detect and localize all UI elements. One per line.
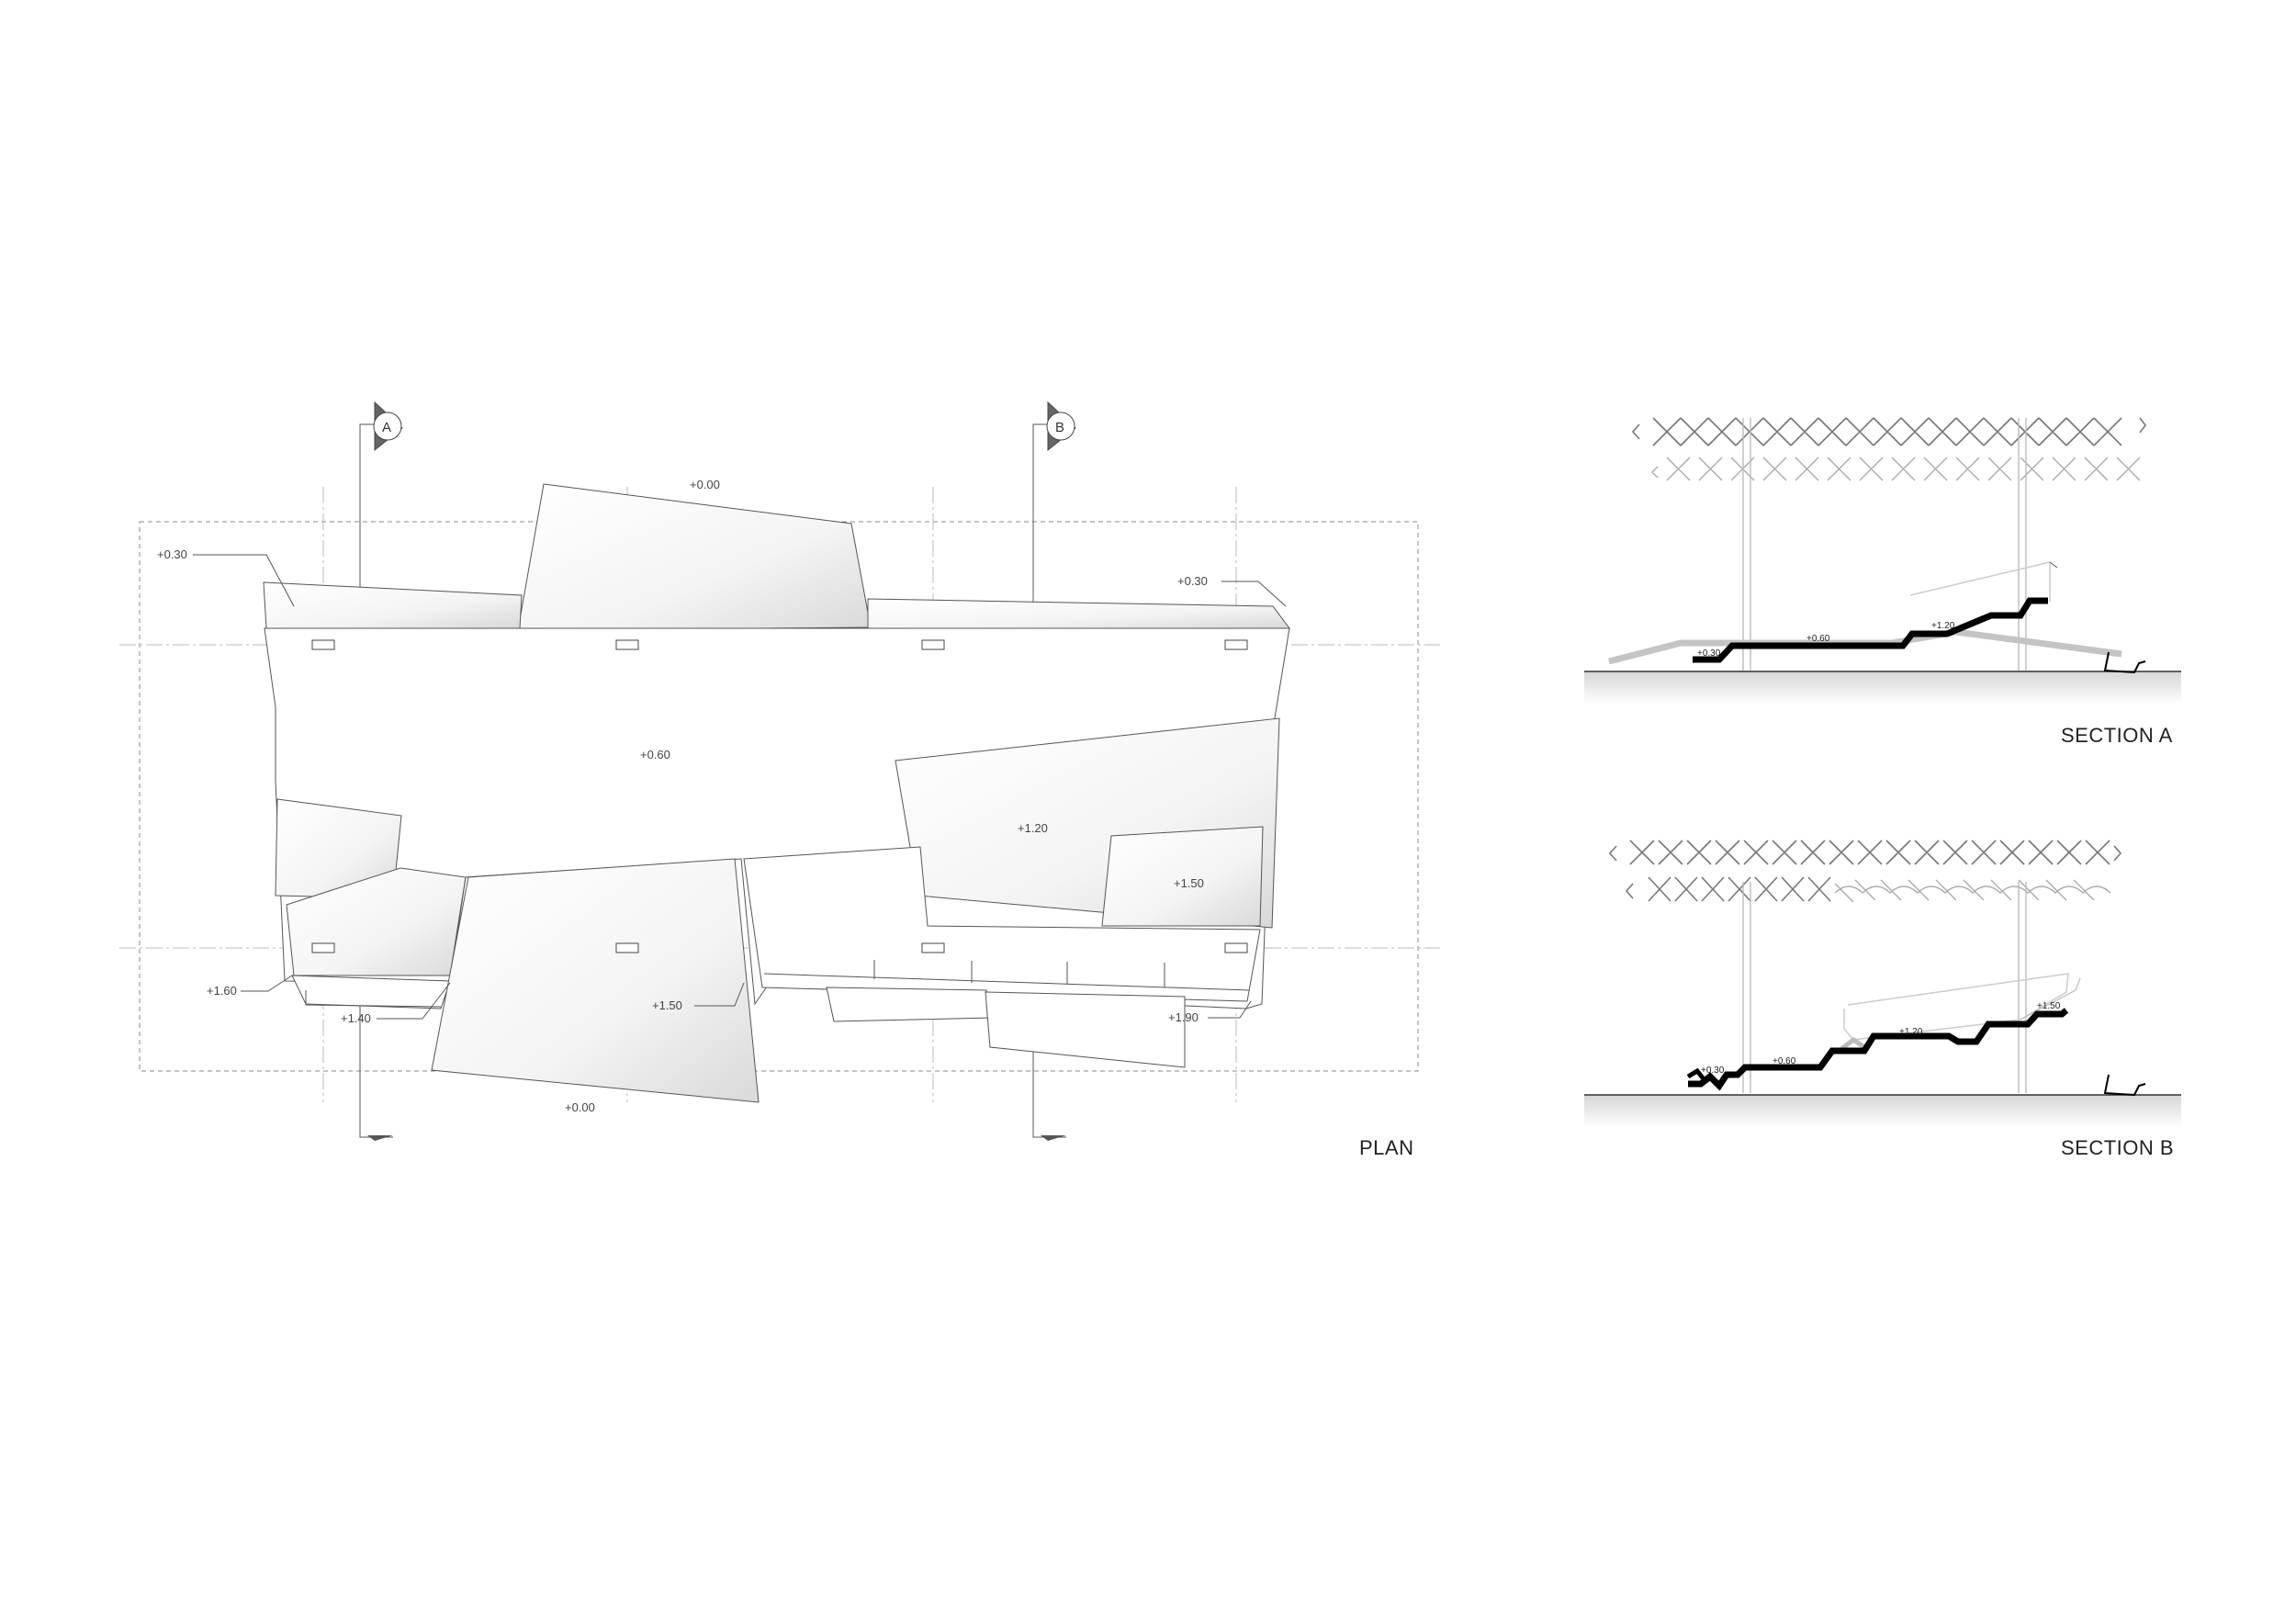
section-b-level-3: +1.20 [1899, 1027, 1923, 1037]
leader-lines [193, 554, 1287, 1020]
plan-title: PLAN [1359, 1136, 1413, 1159]
level-right-upper: +0.30 [1177, 574, 1208, 588]
section-b-level-1: +0.30 [1701, 1066, 1725, 1076]
top-entry-slab [517, 483, 872, 631]
railing-posts [873, 960, 1165, 987]
level-right-mid: +1.20 [1018, 821, 1048, 835]
section-a-profile [1693, 599, 2071, 660]
section-a-columns [1742, 418, 2027, 671]
section-marker-b-label: B [1055, 420, 1064, 435]
level-top-entry: +0.00 [690, 478, 720, 491]
section-a-ground [1584, 671, 2181, 705]
section-b-profile [1688, 1008, 2069, 1091]
lower-left-step [291, 975, 451, 1009]
level-bottom-mid: +1.50 [652, 998, 682, 1012]
section-a-level-3: +1.20 [1931, 621, 1955, 631]
bottom-entry-slab [431, 858, 760, 1103]
section-b-ground [1584, 1095, 2181, 1128]
level-central: +0.60 [640, 748, 670, 761]
lower-right-deck [743, 846, 1261, 1002]
section-a-symbol [2103, 651, 2146, 674]
section-b-title: SECTION B [2061, 1136, 2174, 1159]
level-right-inner: +1.50 [1174, 876, 1204, 890]
upper-right-strip [867, 598, 1290, 629]
section-a-drawing: +0.30 +0.60 +1.20 SECTION A [1584, 417, 2181, 747]
section-a-level-2: +0.60 [1806, 634, 1830, 644]
section-b-level-2: +0.60 [1773, 1056, 1796, 1066]
section-a-canopy [1631, 417, 2146, 481]
plan-drawing: +0.00 +0.30 +0.30 +0.60 +1.20 +1.50 +1.6… [119, 400, 1440, 1159]
section-marker-a: A [359, 400, 403, 473]
section-b-level-4: +1.50 [2037, 1001, 2061, 1011]
section-marker-b-bottom [1032, 1107, 1066, 1141]
level-bottom-entry: +0.00 [565, 1100, 595, 1114]
section-b-symbol [2103, 1074, 2146, 1097]
lower-overhang-2 [985, 991, 1186, 1068]
section-b-columns [1742, 882, 2027, 1093]
section-marker-a-bottom [359, 1107, 393, 1141]
section-marker-b: B [1032, 400, 1076, 473]
level-left-upper: +0.30 [157, 547, 187, 561]
right-inner-slab [1101, 826, 1264, 927]
upper-left-strip [263, 581, 523, 629]
section-marker-a-label: A [382, 420, 391, 435]
level-left-low: +1.60 [207, 984, 237, 998]
section-b-canopy [1608, 840, 2122, 903]
section-a-level-1: +0.30 [1697, 648, 1721, 659]
section-a-title: SECTION A [2061, 724, 2173, 747]
lower-overhang-1 [826, 987, 993, 1022]
column-markers [311, 639, 1248, 953]
level-right-low: +1.90 [1168, 1010, 1199, 1024]
section-b-ghost [1840, 973, 2081, 1051]
level-left-low-inner: +1.40 [341, 1011, 371, 1025]
section-b-drawing: +0.30 +0.60 +1.20 +1.50 SECTION B [1584, 840, 2181, 1159]
